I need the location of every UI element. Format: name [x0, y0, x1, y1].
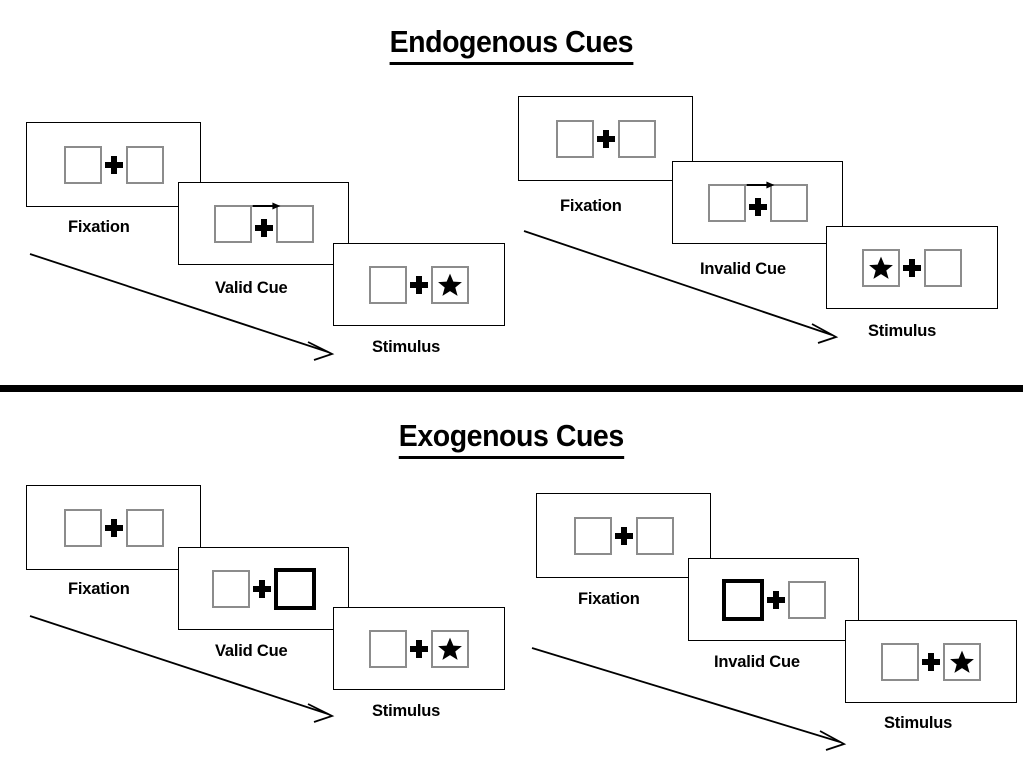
placeholder-box-right	[769, 183, 808, 222]
frame-content	[63, 508, 164, 547]
placeholder-box-left	[63, 508, 102, 547]
trial-frame-stimulus[interactable]	[845, 620, 1017, 703]
frame-content	[369, 629, 469, 668]
stage-label-valid-cue: Valid Cue	[215, 642, 288, 660]
placeholder-box-left	[369, 629, 407, 668]
trial-frame-invalid-cue[interactable]	[672, 161, 843, 244]
fixation-cross-icon	[764, 581, 788, 619]
stage-label-invalid-cue: Invalid Cue	[714, 653, 800, 671]
star-target-icon	[438, 637, 462, 660]
stage-label-stimulus: Stimulus	[372, 338, 441, 356]
fixation-cross-icon	[407, 630, 431, 668]
arrow-right-cue-icon	[745, 181, 774, 188]
placeholder-box-left	[369, 265, 407, 304]
fixation-cross-icon	[102, 146, 126, 184]
placeholder-box-left	[211, 569, 250, 608]
frame-content	[573, 516, 674, 555]
placeholder-box-right	[617, 119, 656, 158]
trial-frame-stimulus[interactable]	[826, 226, 998, 309]
stage-label-stimulus: Stimulus	[884, 714, 953, 732]
placeholder-box-left	[707, 183, 746, 222]
section-title-endogenous-text: Endogenous Cues	[389, 24, 634, 65]
frame-content	[862, 248, 962, 287]
frame-content	[721, 578, 826, 621]
placeholder-box-right	[924, 248, 962, 287]
section-title-endogenous: Endogenous Cues	[0, 24, 1023, 65]
frame-content	[555, 119, 656, 158]
star-target-icon	[869, 256, 893, 279]
stage-label-valid-cue: Valid Cue	[215, 279, 288, 297]
stage-label-fixation: Fixation	[578, 590, 640, 608]
placeholder-box-left	[881, 642, 919, 681]
frame-content	[707, 181, 808, 222]
placeholder-box-right	[125, 508, 164, 547]
placeholder-box-left-target	[862, 248, 900, 287]
stage-label-invalid-cue: Invalid Cue	[700, 260, 786, 278]
section-divider	[0, 385, 1023, 392]
section-title-exogenous-text: Exogenous Cues	[399, 418, 624, 459]
frame-content	[211, 567, 316, 610]
placeholder-box-right	[275, 204, 314, 243]
fixation-cross-icon	[900, 249, 924, 287]
section-title-exogenous: Exogenous Cues	[0, 418, 1023, 459]
placeholder-box-right-target	[431, 629, 469, 668]
fixation-cross-icon	[919, 643, 943, 681]
trial-frame-fixation[interactable]	[26, 122, 201, 207]
fixation-cross-icon	[251, 202, 280, 243]
placeholder-box-right	[125, 145, 164, 184]
placeholder-box-right-target	[431, 265, 469, 304]
placeholder-box-left	[63, 145, 102, 184]
fixation-cross-icon	[250, 570, 274, 608]
time-progression-arrow-icon	[523, 230, 839, 344]
time-progression-arrow-icon	[29, 615, 335, 723]
stage-label-fixation: Fixation	[68, 580, 130, 598]
fixation-cross-icon	[745, 181, 774, 222]
stage-label-stimulus: Stimulus	[372, 702, 441, 720]
frame-content	[213, 202, 314, 243]
trial-frame-invalid-cue[interactable]	[688, 558, 859, 641]
stage-label-fixation: Fixation	[68, 218, 130, 236]
placeholder-box-right	[787, 580, 826, 619]
fixation-cross-icon	[102, 509, 126, 547]
frame-content	[63, 145, 164, 184]
placeholder-box-left	[573, 516, 612, 555]
placeholder-box-left-cued	[721, 578, 764, 621]
trial-frame-valid-cue[interactable]	[178, 547, 349, 630]
fixation-cross-icon	[407, 266, 431, 304]
placeholder-box-right	[635, 516, 674, 555]
star-target-icon	[438, 273, 462, 296]
placeholder-box-right-target	[943, 642, 981, 681]
stage-label-fixation: Fixation	[560, 197, 622, 215]
star-target-icon	[950, 650, 974, 673]
placeholder-box-left	[555, 119, 594, 158]
trial-frame-valid-cue[interactable]	[178, 182, 349, 265]
trial-frame-fixation[interactable]	[518, 96, 693, 181]
stage-label-stimulus: Stimulus	[868, 322, 937, 340]
fixation-cross-icon	[594, 120, 618, 158]
time-progression-arrow-icon	[29, 253, 335, 361]
placeholder-box-left	[213, 204, 252, 243]
arrow-right-cue-icon	[251, 202, 280, 209]
time-progression-arrow-icon	[531, 647, 847, 751]
frame-content	[369, 265, 469, 304]
trial-frame-fixation[interactable]	[536, 493, 711, 578]
fixation-cross-icon	[612, 517, 636, 555]
frame-content	[881, 642, 981, 681]
trial-frame-stimulus[interactable]	[333, 243, 505, 326]
trial-frame-fixation[interactable]	[26, 485, 201, 570]
trial-frame-stimulus[interactable]	[333, 607, 505, 690]
placeholder-box-right-cued	[273, 567, 316, 610]
